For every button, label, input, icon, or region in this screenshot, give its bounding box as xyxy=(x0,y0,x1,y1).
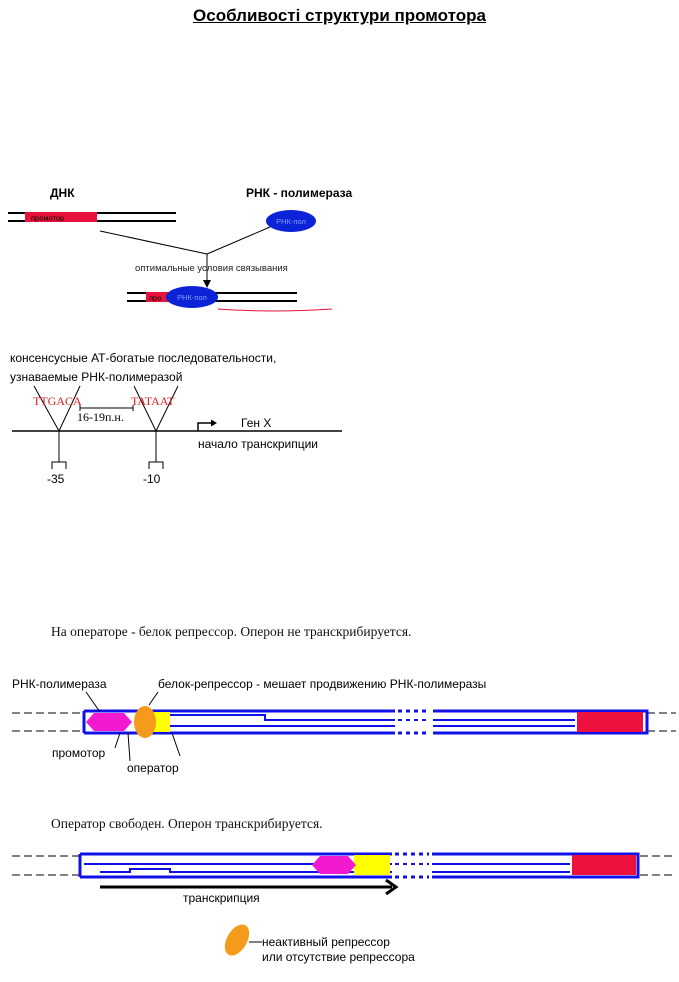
rnap-blob-label: РНК-пол xyxy=(276,217,306,226)
repressor-protein xyxy=(134,706,156,738)
legend-text-2: или отсутствие репрессора xyxy=(262,950,415,964)
operon2-frame xyxy=(80,852,640,879)
bound-red-mark xyxy=(217,308,333,312)
promoter-label: промотор xyxy=(52,746,106,760)
seq-minus-35: TTGACA xyxy=(33,394,82,408)
structural-gene xyxy=(577,712,643,732)
bound-rnap-label: РНК-пол xyxy=(177,293,207,302)
tss-arrow-head xyxy=(211,419,217,427)
binding-condition-text: оптимальные условия связывания xyxy=(135,263,288,274)
bound-rnap-blob xyxy=(166,286,218,308)
pointer-35-cap xyxy=(51,461,67,469)
figure-binding: ДНК РНК - полимераза промотор РНК-пол оп… xyxy=(8,186,352,312)
repressor-pointer xyxy=(148,691,159,706)
tss-arrow xyxy=(197,422,213,431)
operon2-inner-bottom xyxy=(100,868,570,873)
rnap-label: РНК - полимераза xyxy=(246,186,352,200)
tss-label: начало транскрипции xyxy=(198,437,318,451)
operator-label: оператор xyxy=(127,761,179,775)
transcription-label: транскрипция xyxy=(183,891,260,905)
legend-text-1: неактивный репрессор xyxy=(262,935,390,949)
fan-10-left xyxy=(133,385,157,432)
rnap-pointer xyxy=(85,691,101,713)
fan-35-left xyxy=(33,385,60,432)
gene-label: Ген Х xyxy=(241,416,271,430)
figure-transcribed: транскрипция неактивный репрессор или от… xyxy=(12,852,676,964)
seq-minus-10: TATAAT xyxy=(131,394,175,408)
spacer-length: 16-19п.н. xyxy=(77,410,124,424)
transcription-arrow-head xyxy=(385,878,399,896)
inactive-repressor-icon xyxy=(224,924,250,956)
dna-label: ДНК xyxy=(50,186,75,200)
position-minus-35: -35 xyxy=(47,472,65,486)
operon-frame xyxy=(84,709,649,735)
fan-35-right xyxy=(58,385,81,432)
rnap-bound xyxy=(86,713,132,731)
structural-gene-2 xyxy=(572,855,636,875)
binding-arrow-head xyxy=(203,280,211,288)
converge-line-left xyxy=(99,230,208,255)
page-title: Особливості структури промотора xyxy=(193,6,486,25)
position-minus-10: -10 xyxy=(143,472,161,486)
bound-promoter-label: про xyxy=(149,294,161,303)
repressed-caption: На операторе - белок репрессор. Оперон н… xyxy=(51,624,412,639)
bound-promoter-box xyxy=(146,292,172,302)
promoter-box xyxy=(25,212,97,222)
consensus-line-1: консенсусные АТ-богатые последовательнос… xyxy=(10,351,276,365)
pointer-10-cap xyxy=(148,461,164,469)
rnap-moving xyxy=(312,856,356,874)
operator2-region xyxy=(354,855,390,875)
operon-inner-top xyxy=(170,714,575,721)
operator-pointer-left xyxy=(127,732,131,762)
repressor-label: белок-репрессор - мешает продвижению РНК… xyxy=(158,677,486,691)
figure-repressed: РНК-полимераза белок-репрессор - мешает … xyxy=(12,677,676,775)
free-caption: Оператор свободен. Оперон транскрибирует… xyxy=(51,816,323,831)
consensus-line-2: узнаваемые РНК-полимеразой xyxy=(10,370,182,384)
converge-line-right xyxy=(206,226,271,255)
promoter-pointer xyxy=(114,732,121,749)
operator-pointer-right xyxy=(171,732,181,757)
fan-10-right xyxy=(155,385,179,432)
figure-consensus: консенсусные АТ-богатые последовательнос… xyxy=(10,351,342,486)
promoter-box-label: промотор xyxy=(31,214,64,223)
rnap-blob xyxy=(266,210,316,232)
rnap-pointer-label: РНК-полимераза xyxy=(12,677,107,691)
